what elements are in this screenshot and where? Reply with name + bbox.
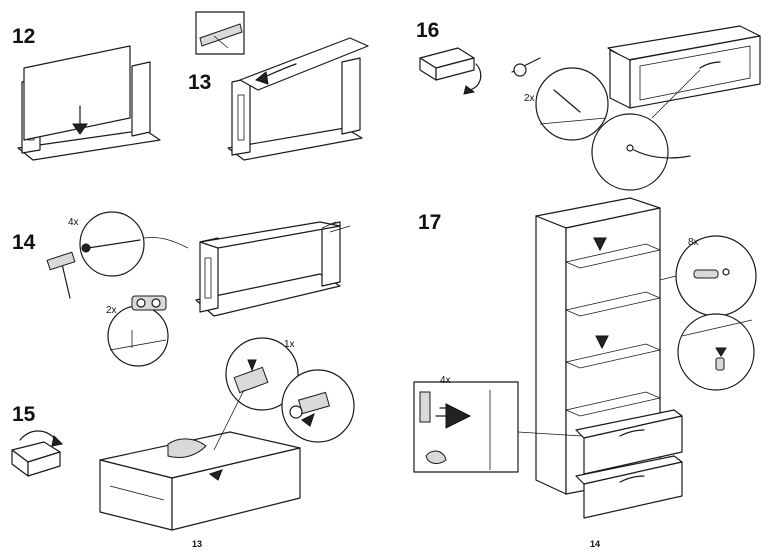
step12-arrow-head [72, 123, 88, 135]
step14-hammer-handle [61, 263, 71, 299]
step16-screwdriver-grip [513, 63, 527, 77]
step15-clip-arrow [247, 359, 257, 372]
step17-runner-hand [425, 450, 447, 464]
step12-base-panel [17, 129, 161, 161]
step15-push-arrow [208, 469, 223, 481]
step14-nail [87, 239, 141, 249]
step14-nail-1 [321, 221, 337, 229]
step-number-13: 13 [188, 71, 212, 94]
step17-runner-quantity: 4x [440, 375, 451, 386]
step16-icon-arrow [469, 63, 482, 91]
step16-knob-detail-circle [591, 113, 669, 191]
step14-side-slot [204, 257, 212, 299]
step17-runner-leader [517, 431, 583, 437]
step15-drawer-groove [109, 485, 165, 501]
step14-left-side [199, 237, 219, 313]
step17-case-left [535, 215, 567, 495]
step17-peg-leader [659, 275, 677, 281]
step-number-12: 12 [12, 25, 36, 48]
step14-leader-line [143, 237, 189, 249]
step13-base-panel [227, 127, 363, 161]
step17-support-arrow [715, 347, 727, 357]
step15-clip-quantity: 1x [284, 339, 295, 350]
page-number-left: 13 [192, 539, 203, 549]
step14-nail-2 [329, 225, 351, 233]
step14-cap-1 [136, 298, 146, 308]
step17-shelf-4 [564, 391, 662, 417]
step17-peg-hole [722, 268, 730, 276]
step15-rail-clip [297, 391, 331, 415]
step15-drawer-side [171, 447, 301, 531]
step17-shelf-arrow-2 [595, 335, 609, 350]
step16-handle-cord [633, 149, 691, 159]
step17-drawer-1-front [583, 415, 683, 475]
step16-screw [553, 89, 581, 113]
step12-back-panel [23, 45, 131, 141]
step-number-14: 14 [12, 231, 36, 254]
step14-cap-surface [109, 339, 167, 351]
step17-support-detail-circle [677, 313, 755, 391]
step-number-16: 16 [416, 19, 440, 42]
step14-hammer-head [46, 251, 76, 271]
page-number-right: 14 [590, 539, 601, 549]
step13-side-slot [237, 94, 245, 141]
step17-drawer-2-handle [619, 475, 645, 483]
step13-right-side [341, 57, 361, 135]
step13-detail-panel [199, 23, 243, 47]
step17-drawer-2-front [583, 461, 683, 519]
step-number-15: 15 [12, 403, 36, 426]
step17-shelf-3 [564, 343, 662, 369]
step16-screw-quantity: 2x [524, 93, 535, 104]
step17-peg [693, 269, 719, 279]
step13-top-panel [239, 37, 369, 91]
step14-top-panel [199, 221, 341, 249]
step17-support-peg [715, 357, 725, 371]
step14-cap-quantity: 2x [106, 305, 117, 316]
step15-rail-arrow [301, 413, 315, 427]
step15-leader-upper [213, 389, 245, 451]
step16-icon-arrow-head [463, 85, 476, 95]
step15-icon-box-side [27, 451, 61, 477]
step15-clip-body [233, 366, 269, 394]
step13-arrow-head [254, 71, 269, 85]
step15-rail-wheel [289, 405, 303, 419]
step14-nail-head [81, 243, 91, 253]
step12-right-side [131, 61, 151, 137]
step14-right-side [321, 221, 341, 287]
step-number-17: 17 [418, 211, 442, 234]
step17-shelf-1 [564, 243, 662, 269]
step17-shelf-arrow-1 [593, 237, 607, 252]
step17-shelf-2 [564, 291, 662, 317]
step16-drawer-frame [639, 45, 751, 101]
step16-screw-detail-circle [535, 67, 609, 141]
step16-knob-hole [626, 144, 634, 152]
step17-support-surface [681, 319, 753, 337]
step14-nail-quantity: 4x [68, 217, 79, 228]
step16-surface-line [539, 117, 607, 125]
step15-hand [167, 438, 207, 459]
step16-leader-line [651, 69, 701, 119]
step17-drawer-1-handle [619, 429, 645, 437]
step15-icon-arrow-head [51, 434, 64, 447]
step13-detail-nail [213, 35, 229, 49]
step17-runner-rail [419, 391, 431, 423]
step14-cap-2 [151, 298, 161, 308]
step16-drawer-handle [699, 61, 721, 69]
step16-icon-side [435, 57, 475, 81]
step17-peg-quantity: 8x [688, 237, 699, 248]
step16-drawer-front [629, 35, 761, 109]
